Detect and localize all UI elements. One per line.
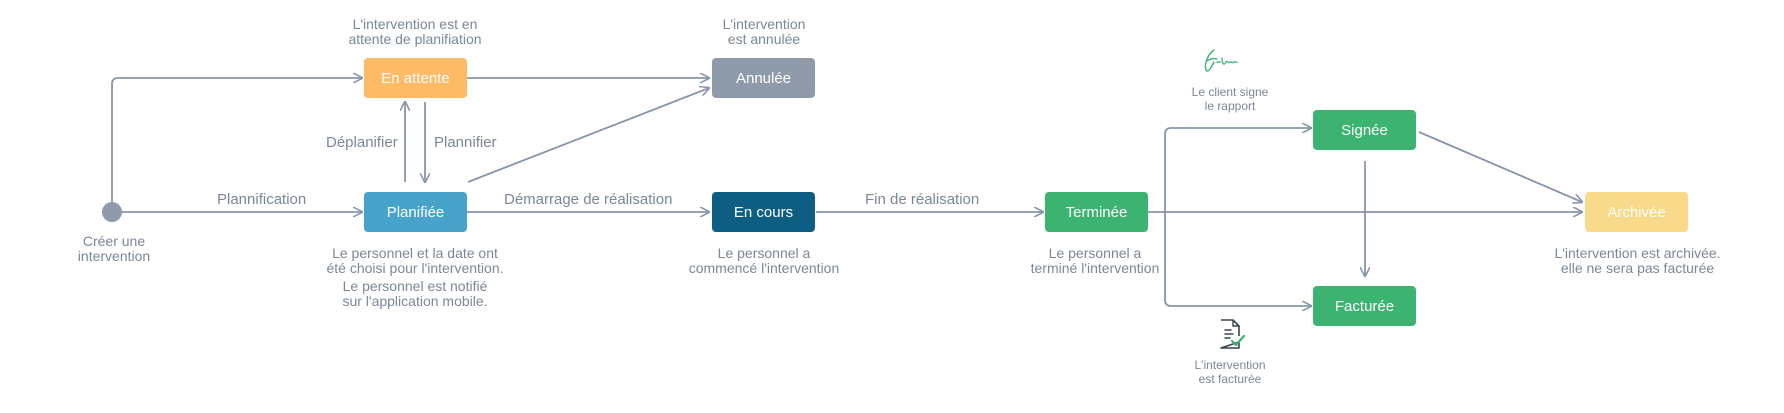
state-in-progress: En cours (712, 192, 815, 232)
caption-line: L'intervention (722, 16, 806, 32)
state-cancelled: Annulée (712, 58, 815, 98)
caption-line: commencé l'intervention (688, 260, 840, 276)
caption-line: Créer une (82, 233, 146, 249)
edge-planned-to-cancelled (467, 88, 709, 183)
invoice-document-check-icon (1220, 319, 1246, 349)
caption-line: terminé l'intervention (1030, 260, 1160, 276)
label-unplan: Déplanifier (326, 134, 398, 151)
label-plan: Plannifier (434, 134, 497, 151)
caption-line: est annulée (727, 31, 801, 47)
caption-waiting: L'intervention est en attente de planifi… (310, 17, 520, 47)
caption-create: Créer une intervention (62, 234, 166, 264)
caption-line: L'intervention est en (352, 16, 478, 32)
caption-line: intervention (77, 248, 151, 264)
caption-line: Le client signe (1191, 85, 1269, 99)
caption-line: est facturée (1198, 372, 1262, 386)
edge-finished-to-invoiced (1164, 212, 1311, 306)
edge-start-to-waiting (111, 78, 362, 212)
caption-line: le rapport (1204, 99, 1256, 113)
state-finished: Terminée (1045, 192, 1148, 232)
caption-cancelled: L'intervention est annulée (684, 17, 844, 47)
caption-invoiced: L'intervention est facturée (1180, 358, 1280, 386)
caption-planned: Le personnel et la date ont été choisi p… (300, 246, 530, 309)
edge-finished-to-signed (1164, 128, 1311, 212)
start-node (102, 202, 122, 222)
label-create-transition: Plannification (217, 191, 307, 208)
caption-in-progress: Le personnel a commencé l'intervention (664, 246, 864, 276)
caption-line: L'intervention (1194, 358, 1266, 372)
state-waiting: En attente (364, 58, 467, 98)
state-signed: Signée (1313, 110, 1416, 150)
caption-line: sur l'application mobile. (342, 293, 488, 309)
caption-line: Le personnel a (1048, 245, 1142, 261)
caption-finished: Le personnel a terminé l'intervention (1000, 246, 1190, 276)
state-planned: Planifiée (364, 192, 467, 232)
label-finish: Fin de réalisation (865, 191, 980, 208)
caption-line: été choisi pour l'intervention. (326, 260, 504, 276)
signature-icon (1204, 49, 1238, 72)
caption-line: Le personnel est notifié (342, 278, 488, 294)
caption-archived: L'intervention est archivée. elle ne ser… (1530, 246, 1745, 276)
state-invoiced: Facturée (1313, 286, 1416, 326)
caption-line: Le personnel a (717, 245, 811, 261)
state-archived: Archivée (1585, 192, 1688, 232)
caption-line: elle ne sera pas facturée (1560, 260, 1715, 276)
edge-signed-to-archived (1418, 131, 1582, 202)
label-start: Démarrage de réalisation (504, 191, 673, 208)
caption-line: attente de planifiation (348, 31, 482, 47)
caption-signed: Le client signe le rapport (1175, 85, 1285, 113)
caption-line: L'intervention est archivée. (1554, 245, 1721, 261)
caption-line: Le personnel et la date ont (332, 245, 498, 261)
